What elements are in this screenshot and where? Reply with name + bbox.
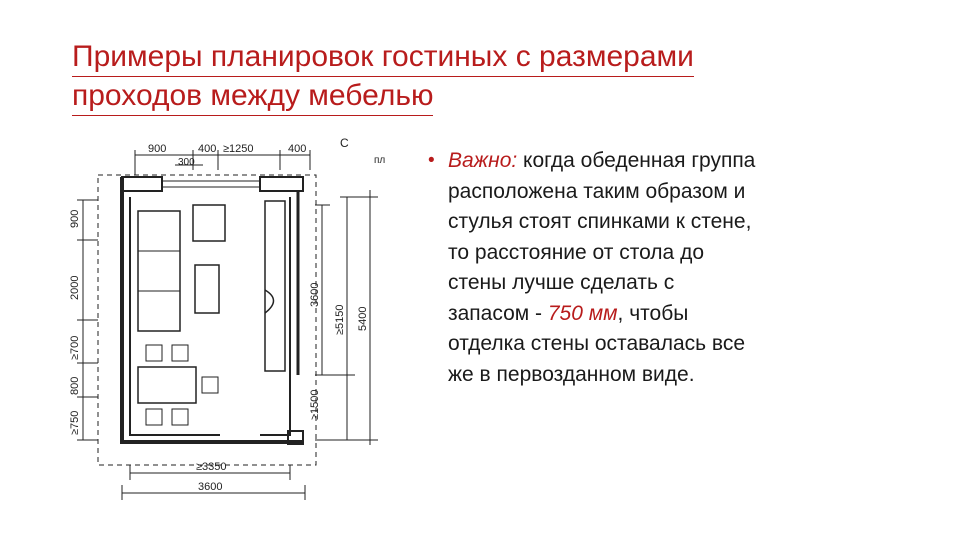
wall-inner-line xyxy=(129,197,220,436)
dim-label-left-900: 900 xyxy=(69,210,81,228)
wall-left-bottom xyxy=(120,177,303,444)
dim-label-bottom-3350: ≥3350 xyxy=(196,461,227,473)
dim-label-bottom-3600: 3600 xyxy=(198,481,222,493)
dim-label-top-1250: ≥1250 xyxy=(223,143,254,155)
dim-label-right-3600: 3600 xyxy=(309,283,321,307)
dim-label-top-400: 400 xyxy=(198,143,216,155)
chair-3 xyxy=(201,376,219,394)
bullet-text-after: , чтобы отделка стены оставалась все же … xyxy=(448,301,746,386)
bullet-item: • Важно: когда обеденная группа располож… xyxy=(428,146,758,390)
chair-1 xyxy=(145,344,163,362)
wall-inner-right xyxy=(260,197,291,436)
dim-label-left-800: 800 xyxy=(69,377,81,395)
outer-dashed-contour xyxy=(97,174,317,466)
coffee-table xyxy=(194,264,220,314)
chair-4 xyxy=(145,408,163,426)
tv-shape xyxy=(264,289,275,314)
dim-label-right-5150: ≥5150 xyxy=(334,304,346,335)
dim-label-top-300: 300 xyxy=(178,157,195,168)
dining-table xyxy=(137,366,197,404)
corner-label-c: С xyxy=(340,136,349,150)
slide-title: Примеры планировок гостиных с размерами … xyxy=(72,38,892,116)
distance-value: 750 мм xyxy=(547,301,618,325)
dim-label-top-400b: 400 xyxy=(288,143,306,155)
floor-plan-drawing: 900 400 ≥1250 400 300 С пл 900 2000 ≥700… xyxy=(60,135,400,505)
bullet-text: Важно: когда обеденная группа расположен… xyxy=(448,146,758,390)
dim-label-right-1500: ≥1500 xyxy=(309,389,321,420)
tv-cabinet xyxy=(264,200,286,372)
title-line-2: проходов между мебелью xyxy=(72,78,434,116)
armchair xyxy=(192,204,226,242)
corner-block xyxy=(287,430,304,445)
chair-2 xyxy=(171,344,189,362)
column-top-left xyxy=(121,176,163,192)
dim-label-top-900: 900 xyxy=(148,143,166,155)
column-top-right xyxy=(259,176,304,192)
title-line-1: Примеры планировок гостиных с размерами xyxy=(72,39,694,77)
floor-plan-svg: 900 400 ≥1250 400 300 С пл 900 2000 ≥700… xyxy=(69,136,385,500)
bullet-text-before: когда обеденная группа расположена таким… xyxy=(448,149,756,325)
dim-label-left-750: ≥750 xyxy=(69,411,81,435)
dim-label-left-700: ≥700 xyxy=(69,336,81,360)
bullet-block: • Важно: когда обеденная группа располож… xyxy=(428,146,758,390)
important-label: Важно: xyxy=(448,149,518,172)
chair-5 xyxy=(171,408,189,426)
bullet-marker: • xyxy=(428,150,435,171)
dim-label-left-2000: 2000 xyxy=(69,276,81,300)
sofa xyxy=(137,210,181,332)
dim-label-right-5400: 5400 xyxy=(357,307,369,331)
corner-label-pl: пл xyxy=(374,155,385,166)
